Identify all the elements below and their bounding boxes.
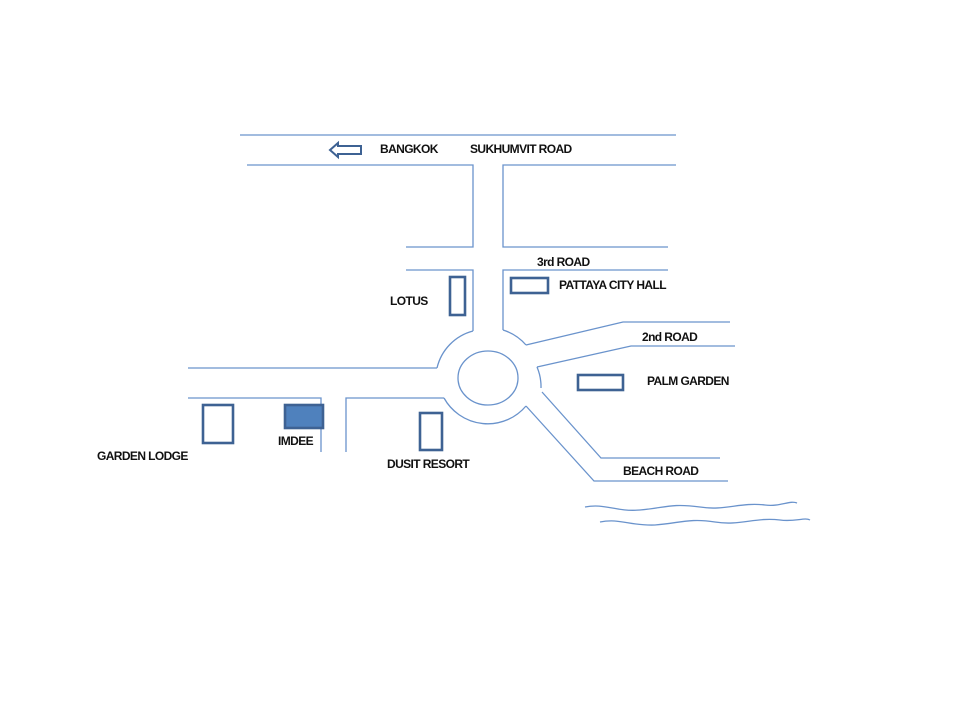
beach-road-edge-bottom — [525, 405, 728, 482]
third-road-edge-left — [406, 269, 474, 331]
second-road-label: 2nd ROAD — [642, 330, 698, 344]
roundabout-arc-s — [443, 397, 527, 425]
imdee-building[interactable] — [283, 403, 325, 430]
garden-lodge-building[interactable] — [201, 403, 235, 445]
third-road-label: 3rd ROAD — [537, 255, 590, 269]
sukhumvit-road-edge-left — [247, 164, 474, 248]
palm-garden-building[interactable] — [576, 373, 625, 392]
roads — [188, 134, 735, 482]
west-road-edge-bottom-left — [188, 397, 322, 452]
buildings — [201, 275, 625, 452]
second-road-edge-bottom — [536, 345, 735, 368]
wave-line — [599, 518, 811, 526]
roundabout-center — [457, 350, 519, 406]
dusit-resort-label: DUSIT RESORT — [387, 457, 470, 471]
beach-road-edge-top — [541, 391, 720, 459]
lotus-building[interactable] — [448, 275, 467, 317]
west-road-edge-bottom-right — [345, 397, 444, 452]
arrow-left-icon — [328, 140, 362, 160]
roundabout-arc-e — [536, 366, 542, 389]
roundabout-arc-ne — [502, 329, 527, 346]
bangkok-label: BANGKOK — [380, 142, 438, 156]
sukhumvit-road-edge-right — [502, 164, 676, 248]
dusit-resort-building[interactable] — [418, 411, 444, 452]
garden-lodge-label: GARDEN LODGE — [97, 449, 188, 463]
city-hall-building[interactable] — [509, 276, 550, 295]
wave-line — [584, 501, 798, 511]
third-road-edge-right — [502, 269, 668, 330]
lotus-label: LOTUS — [390, 294, 428, 308]
palm-garden-label: PALM GARDEN — [647, 374, 729, 388]
second-road-edge-top — [525, 321, 730, 346]
roundabout-arc-nw — [436, 330, 474, 369]
beach-road-label: BEACH ROAD — [623, 464, 699, 478]
sea-waves — [584, 501, 811, 526]
city-hall-label: PATTAYA CITY HALL — [559, 278, 667, 292]
sukhumvit-road-label: SUKHUMVIT ROAD — [470, 142, 572, 156]
imdee-label: IMDEE — [278, 434, 314, 448]
